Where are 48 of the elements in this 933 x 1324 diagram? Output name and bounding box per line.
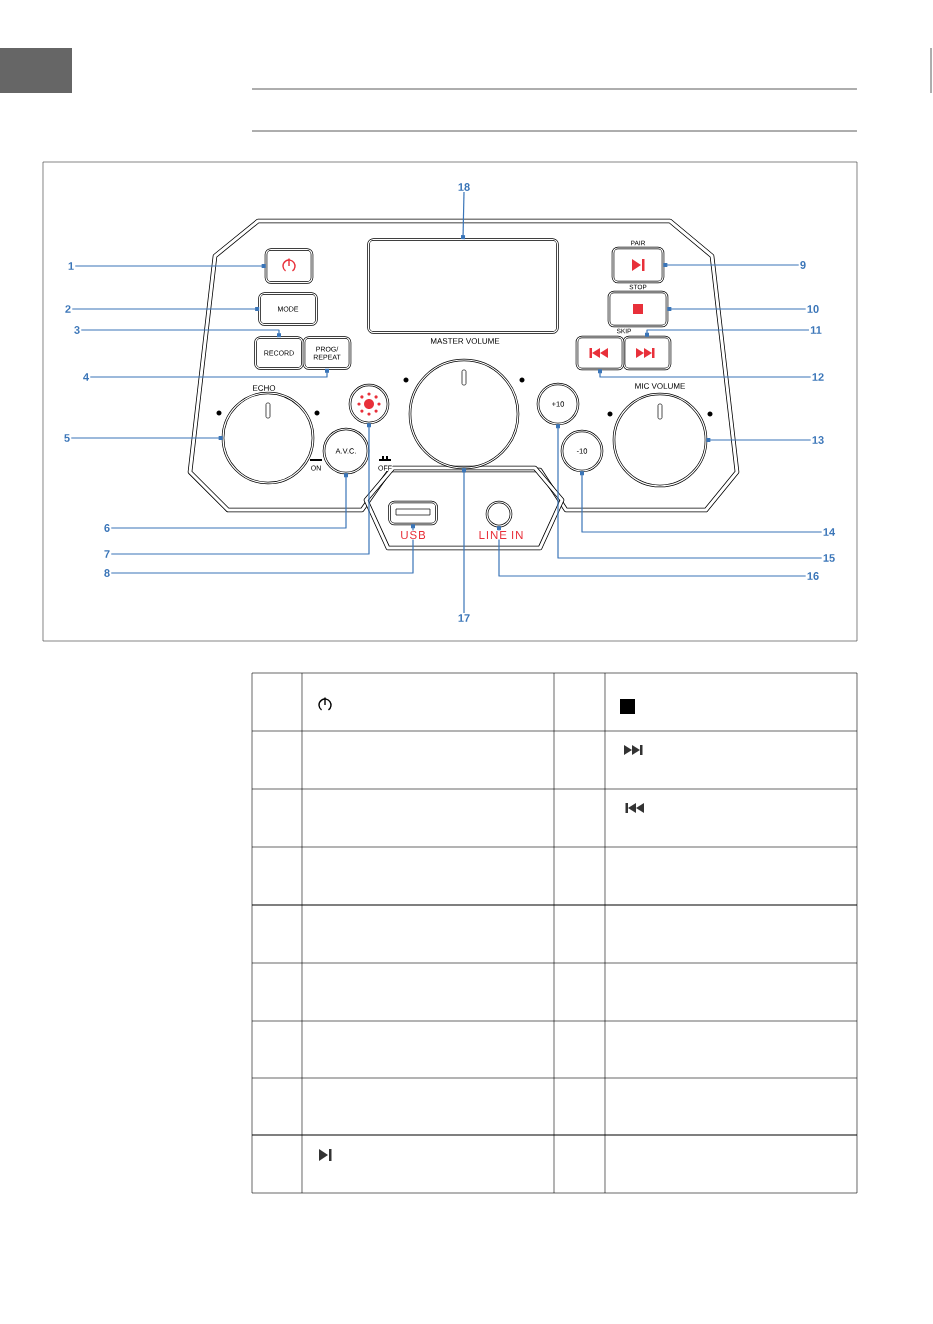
callout-number: 7 <box>104 550 110 558</box>
leader-line <box>645 329 810 337</box>
leader-line <box>706 438 812 442</box>
callout-number: 11 <box>810 326 822 334</box>
callout-number: 4 <box>83 373 89 381</box>
mic-volume-knob <box>612 392 708 488</box>
leader-line <box>663 263 800 267</box>
leader-line <box>110 524 415 574</box>
leader-line <box>580 471 823 533</box>
callout-number: 6 <box>104 524 110 532</box>
leader-line <box>461 191 466 240</box>
callout-number: 12 <box>812 373 824 381</box>
knob-caption: ECHO <box>251 384 277 392</box>
leader-line <box>70 436 223 440</box>
callout-number: 9 <box>800 261 806 269</box>
callout-number: 14 <box>823 528 836 536</box>
callout-number: 13 <box>812 436 824 444</box>
callout-number: 15 <box>823 554 835 562</box>
callout-number: 1 <box>68 262 74 270</box>
usb-port <box>388 500 438 526</box>
leader-line <box>89 368 329 378</box>
line-in-jack <box>485 500 513 528</box>
leader-line <box>462 468 466 614</box>
leader-line <box>556 424 823 559</box>
leader-line <box>497 526 807 577</box>
callout-number: 16 <box>807 572 819 580</box>
leader-line <box>598 369 812 378</box>
light-button <box>348 383 390 425</box>
leader-line <box>110 423 371 555</box>
knob-caption: MASTER VOLUME <box>429 337 501 345</box>
callout-number: 5 <box>64 434 70 442</box>
display-window <box>367 238 559 334</box>
master-volume-knob <box>408 358 520 470</box>
port-caption: LINE IN <box>478 530 524 540</box>
power-button <box>264 248 314 284</box>
knob-caption: MIC VOLUME <box>634 382 686 390</box>
leader-line <box>74 264 266 268</box>
callout-number: 8 <box>104 569 110 577</box>
leader-line <box>110 473 348 529</box>
callout-number: 3 <box>74 326 80 334</box>
leader-line <box>667 307 807 311</box>
callout-number: 18 <box>458 183 470 191</box>
port-caption: USB <box>399 530 427 540</box>
leader-line <box>80 329 281 338</box>
callout-number: 2 <box>65 305 71 313</box>
callout-number: 17 <box>458 614 470 622</box>
callout-number: 10 <box>807 305 819 313</box>
leader-line <box>71 307 260 311</box>
